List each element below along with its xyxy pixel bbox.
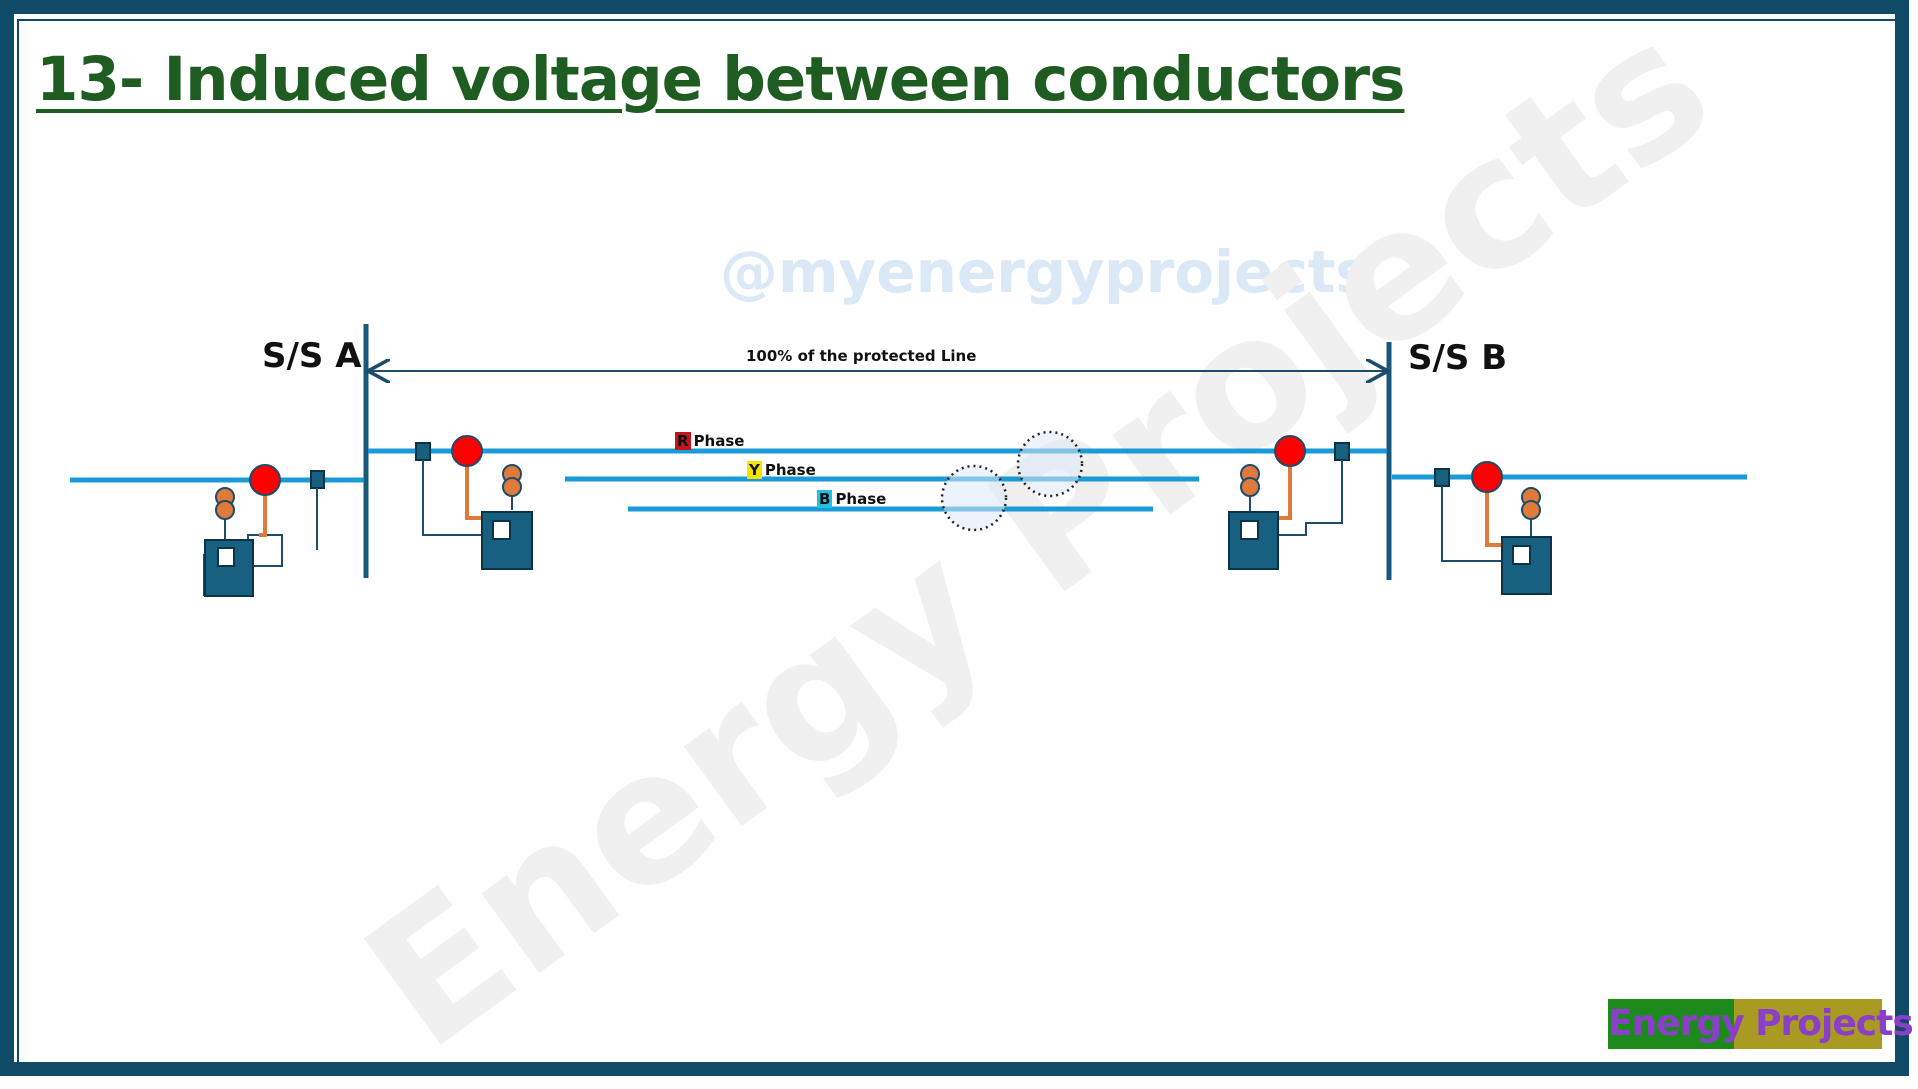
energy-projects-logo: Energy Projects [1608,999,1914,1049]
protection-set-3 [1228,435,1350,570]
protection-set-4 [1434,461,1552,595]
phase-y-tag: Y [747,461,762,479]
dimension-label: 100% of the protected Line [746,347,977,365]
induction-circle-yb [940,464,1008,532]
phase-b-tag: B [817,490,833,508]
substation-a-label: S/S A [262,336,362,376]
page-title: 13- Induced voltage between conductors [36,44,1405,115]
protection-set-1 [203,464,325,597]
protection-set-2 [415,435,533,570]
watermark-handle: @myenergyprojects [720,238,1370,306]
induction-circle-ry [1016,430,1084,498]
logo-text: Energy Projects [1608,1003,1914,1044]
substation-b-label: S/S B [1408,338,1508,378]
phase-r-tag: R [675,432,691,450]
